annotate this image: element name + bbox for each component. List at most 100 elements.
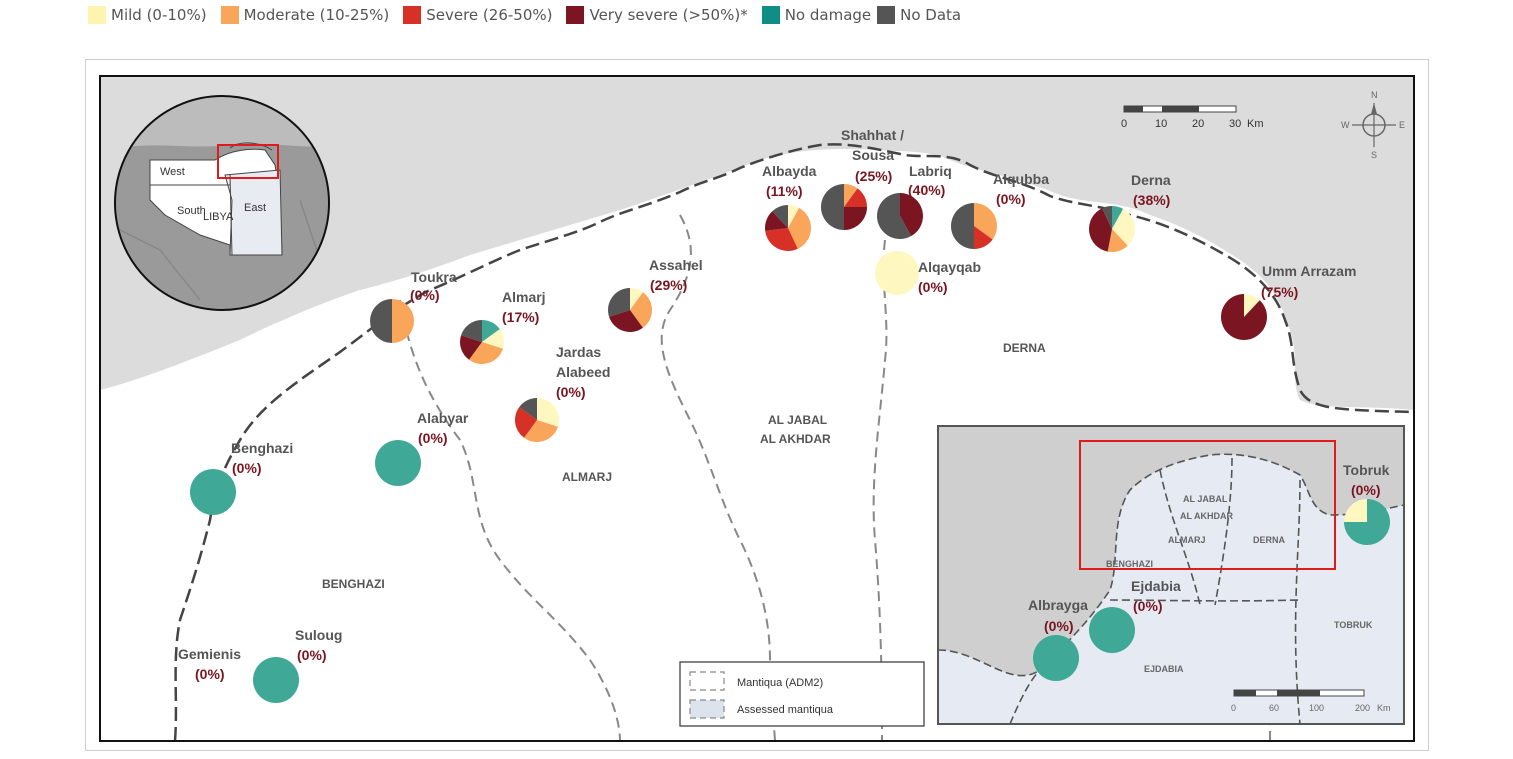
- scale-unit: Km: [1247, 118, 1264, 130]
- inset-scale-tick: 100: [1309, 703, 1324, 713]
- pie-slice: [519, 398, 537, 420]
- pie-slice: [844, 184, 858, 207]
- pie-slice: [844, 188, 867, 207]
- compass-rose-icon: N S E W: [1341, 90, 1405, 160]
- location-damage-pct: (25%): [855, 168, 892, 184]
- location-name: Albayda: [762, 163, 817, 179]
- pie-slice: [460, 335, 482, 360]
- inset-label-al-jabal: AL JABAL: [1183, 494, 1228, 504]
- compass-n: N: [1371, 90, 1378, 100]
- location-name: Benghazi: [231, 440, 293, 456]
- inset-label-almarj: ALMARJ: [1168, 535, 1206, 545]
- pie-slice: [392, 299, 414, 343]
- location-damage-pct: (11%): [766, 183, 803, 199]
- pie-suloug: [253, 657, 299, 703]
- pie-slice: [630, 288, 643, 310]
- compass-e: E: [1399, 120, 1405, 130]
- pie-slice: [772, 205, 788, 228]
- scale-tick: 0: [1121, 118, 1127, 130]
- location-name: Albrayga: [1028, 597, 1088, 613]
- pie-slice: [370, 299, 392, 343]
- scale-bar: 0 10 20 30 Km: [1121, 105, 1264, 130]
- pie-slice: [190, 469, 236, 515]
- pie-slice: [844, 207, 867, 230]
- pie-slice: [974, 203, 997, 240]
- location-name-line2: Sousa: [852, 147, 894, 163]
- location-name: Shahhat /: [841, 127, 904, 143]
- pie-slice: [1221, 294, 1267, 340]
- location-damage-pct: (0%): [418, 430, 448, 446]
- coastline: [173, 143, 1414, 741]
- pie-slice: [974, 226, 993, 249]
- main-map-border: [99, 75, 1415, 742]
- pie-slice: [609, 310, 643, 332]
- inset-label-al-akhdar: AL AKHDAR: [1180, 511, 1233, 521]
- pie-alabyar: [375, 440, 421, 486]
- scale-tick: 30: [1229, 118, 1241, 130]
- location-name: Jardas: [556, 344, 601, 360]
- pie-alqubba: [951, 203, 997, 249]
- location-damage-pct: (0%): [195, 666, 225, 682]
- location-damage-pct: (0%): [1133, 598, 1163, 614]
- inset-label-derna: DERNA: [1253, 535, 1286, 545]
- legend-item-moderate: Moderate (10-25%): [220, 6, 390, 24]
- pie-slice: [1112, 208, 1136, 246]
- location-damage-pct: (0%): [297, 647, 327, 663]
- pie-slice: [1112, 206, 1124, 229]
- pie-slice: [375, 440, 421, 486]
- legend-label: No Data: [900, 6, 962, 24]
- inset-label-ejdabia: EJDABIA: [1144, 664, 1184, 674]
- pie-slice: [877, 193, 912, 239]
- globe-label-east: East: [244, 202, 266, 214]
- legend-label: Mild (0-10%): [111, 6, 207, 24]
- globe-label-west: West: [160, 166, 185, 178]
- pie-ejdabia: [1089, 607, 1135, 653]
- location-damage-pct: (40%): [908, 182, 945, 198]
- globe-focus-box: [217, 144, 279, 179]
- legend-swatch: [220, 6, 239, 24]
- legend-item-mild: Mild (0-10%): [88, 6, 207, 24]
- location-name: Ejdabia: [1131, 578, 1181, 594]
- location-damage-pct: (75%): [1261, 284, 1298, 300]
- pie-slice: [524, 420, 558, 443]
- pie-slice: [1033, 635, 1079, 681]
- legend-label: Very severe (>50%)*: [589, 6, 748, 24]
- damage-pies: [190, 184, 1390, 703]
- pie-slice: [821, 184, 844, 230]
- location-damage-pct: (0%): [1044, 618, 1074, 634]
- globe-label-south: South: [177, 205, 206, 217]
- legend-assessed-label: Assessed mantiqua: [737, 704, 834, 716]
- legend-label: Moderate (10-25%): [243, 6, 390, 24]
- pie-slice: [630, 292, 652, 328]
- location-damage-pct: (29%): [650, 277, 687, 293]
- location-name: Toukra: [411, 269, 457, 285]
- pie-derna: [1088, 206, 1136, 252]
- pie-toukra: [370, 299, 414, 343]
- boundary-legend: Mantiqua (ADM2) Assessed mantiqua: [679, 661, 925, 727]
- location-name: Alqubba: [993, 171, 1049, 187]
- globe-label-libya: LIBYA: [203, 211, 234, 223]
- compass-w: W: [1341, 120, 1350, 130]
- scale-tick: 20: [1192, 118, 1204, 130]
- location-labels: Toukra(0%)Almarj(17%)Assahel(29%)JardasA…: [178, 127, 1390, 682]
- pie-slice: [951, 203, 974, 249]
- legend-item-no-data: No Data: [877, 6, 961, 24]
- pie-benghazi: [190, 469, 236, 515]
- location-damage-pct: (0%): [1351, 482, 1381, 498]
- pie-slice: [765, 228, 798, 252]
- location-name: Gemienis: [178, 646, 241, 662]
- pie-albrayga: [1033, 635, 1079, 681]
- legend-swatch: [877, 6, 896, 24]
- location-name: Almarj: [502, 289, 546, 305]
- pie-slice: [608, 288, 630, 317]
- location-name: Umm Arrazam: [1262, 263, 1356, 279]
- damage-legend: Mild (0-10%) Moderate (10-25%) Severe (2…: [88, 4, 975, 26]
- region-label-al-akhdar: AL AKHDAR: [760, 432, 831, 446]
- libya-locator-globe: West South LIBYA East: [114, 95, 330, 311]
- legend-label: No damage: [784, 6, 872, 24]
- pie-slice: [482, 329, 504, 349]
- location-name: Assahel: [649, 257, 703, 273]
- pie-slice: [900, 193, 924, 237]
- region-label-almarj: ALMARJ: [562, 470, 612, 484]
- legend-adm2-label: Mantiqua (ADM2): [737, 677, 823, 689]
